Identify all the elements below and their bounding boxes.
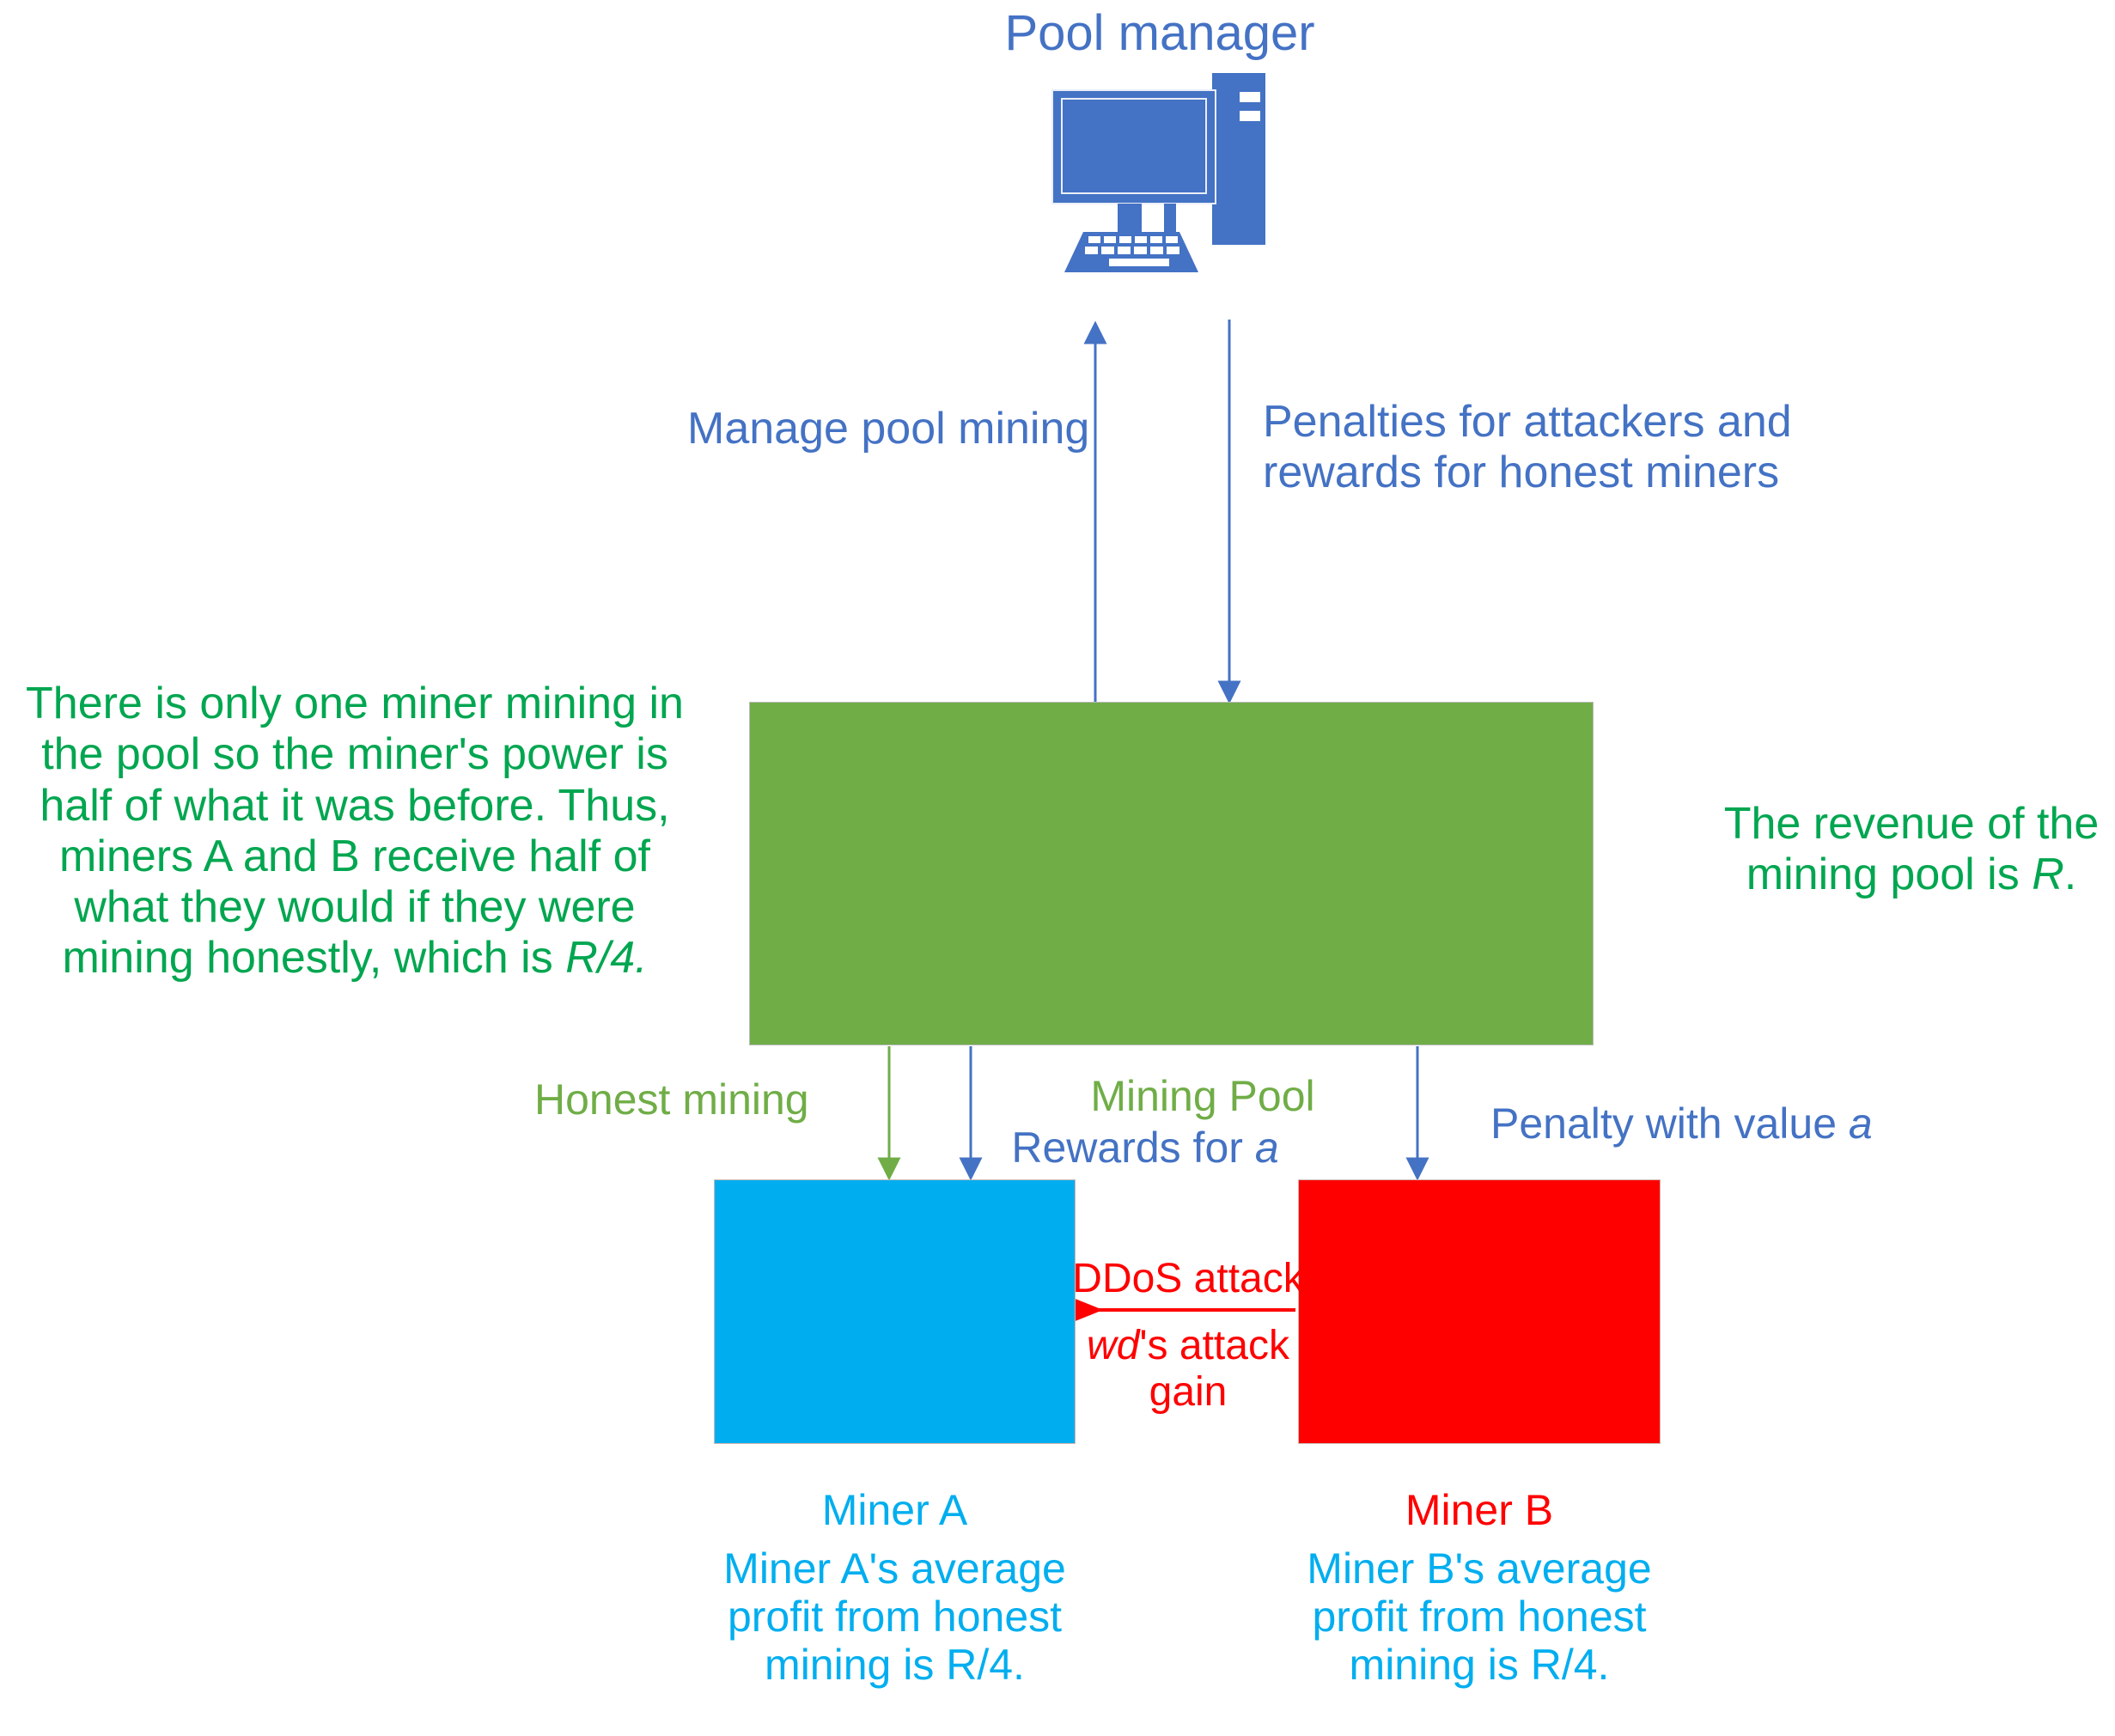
left-note-italic-tail: R/4. [565,933,648,984]
left-note-l3: half of what it was before. Thus, [40,780,670,831]
label-rewards-prefix: Rewards for [1011,1124,1255,1172]
mining-pool-box[interactable] [749,702,1594,1045]
right-note-l2-prefix: mining pool is [1746,850,2033,900]
desktop-computer-icon [1035,73,1284,331]
label-penalties-line1: Penalties for attackers and [1263,397,1792,447]
miner-a-name: Miner A [821,1486,968,1534]
label-wd-suffix: 's attack [1139,1323,1289,1368]
miner-a-desc-l1: Miner A's average [723,1544,1066,1593]
left-note-l5: what they would if they were [74,882,636,933]
miner-b-desc-l3: mining is R/4. [1349,1641,1610,1689]
label-penalty-variable: a [1848,1099,1873,1148]
label-penalty-prefix: Penalty with value [1490,1099,1849,1148]
right-note-l2-suffix: . [2063,850,2077,900]
miner-b-name: Miner B [1405,1486,1554,1534]
left-note-l1: There is only one miner mining in [26,679,684,728]
label-penalties-line2: rewards for honest miners [1263,448,1780,498]
miner-a-desc-l2: profit from honest [727,1593,1063,1641]
label-penalty-with-value-a: Penalty with value a [1490,1099,1972,1148]
label-honest-mining: Honest mining [534,1075,809,1124]
label-manage-pool-mining: Manage pool mining [687,404,1090,454]
right-note-l1: The revenue of the [1723,799,2100,849]
label-wd-line2: gain [1149,1368,1228,1415]
miner-b-box[interactable] [1298,1179,1661,1444]
label-rewards-for-a: Rewards for a [986,1124,1304,1173]
miner-b-desc-l1: Miner B's average [1307,1544,1652,1593]
label-ddos-attack: DDoS attack [1072,1256,1304,1301]
pool-manager-title: Pool manager [1004,5,1315,61]
left-note-l6: mining honestly, which is [62,933,566,984]
label-rewards-variable: a [1254,1124,1279,1172]
miner-a-desc-l3: mining is R/4. [765,1641,1025,1689]
label-mining-pool: Mining Pool [1090,1072,1315,1120]
left-note-l2: the pool so the miner's power is [41,729,668,780]
miner-a-box[interactable] [714,1179,1076,1444]
left-note-l4: miners A and B receive half of [59,831,650,881]
right-note-italic-tail: R [2032,850,2064,900]
miner-b-desc-l2: profit from honest [1312,1593,1647,1641]
label-wd-variable: wd [1087,1323,1140,1368]
